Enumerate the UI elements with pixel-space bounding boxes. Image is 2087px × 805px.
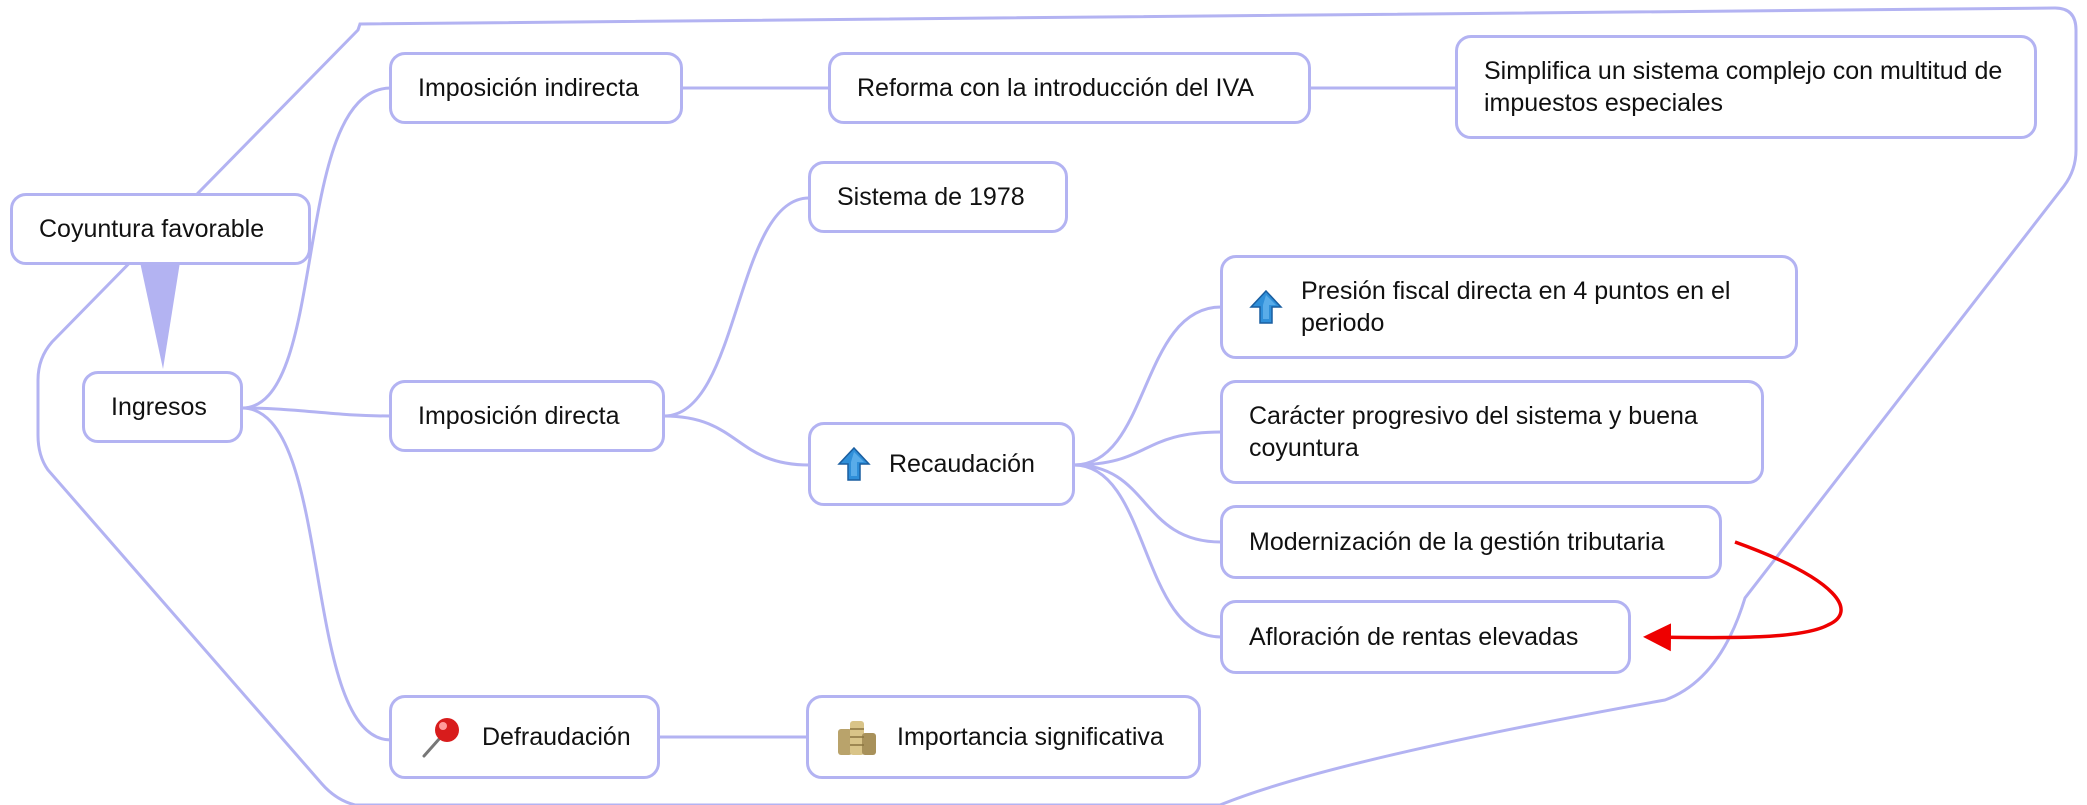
node-label: Carácter progresivo del sistema y buena … xyxy=(1249,402,1698,462)
boundary-connector xyxy=(140,262,180,369)
node-importancia-significativa[interactable]: Importancia significativa xyxy=(806,695,1201,779)
connector-recaudacion-presion xyxy=(1073,305,1222,467)
connector-ingresos-directa xyxy=(241,406,392,418)
node-label: Modernización de la gestión tributaria xyxy=(1249,528,1665,556)
relationship-arrow xyxy=(1643,540,1843,652)
node-label: Recaudación xyxy=(889,450,1035,478)
node-label: Simplifica un sistema complejo con multi… xyxy=(1484,57,2003,117)
boundary-outline xyxy=(36,6,2078,805)
node-ingresos[interactable]: Ingresos xyxy=(82,371,243,443)
connector-recaudacion-afloracion xyxy=(1073,463,1222,639)
node-label: Sistema de 1978 xyxy=(837,183,1025,211)
node-defraudacion[interactable]: Defraudación xyxy=(389,695,660,779)
node-reforma-iva[interactable]: Reforma con la introducción del IVA xyxy=(828,52,1311,124)
node-label: Defraudación xyxy=(482,723,631,751)
node-recaudacion[interactable]: Recaudación xyxy=(808,422,1075,506)
node-label: Afloración de rentas elevadas xyxy=(1249,623,1579,651)
node-label: Importancia significativa xyxy=(897,723,1164,751)
node-label: Presión fiscal directa en 4 puntos en el… xyxy=(1301,277,1731,337)
node-label: Coyuntura favorable xyxy=(39,215,265,243)
node-modernizacion[interactable]: Modernización de la gestión tributaria xyxy=(1220,505,1722,579)
connector-recaudacion-caracter xyxy=(1073,430,1222,467)
connector-recaudacion-modernizacion xyxy=(1073,463,1222,544)
coins-icon xyxy=(835,715,879,759)
node-label: Ingresos xyxy=(111,393,207,421)
node-caracter-progresivo[interactable]: Carácter progresivo del sistema y buena … xyxy=(1220,380,1764,484)
node-label: Imposición directa xyxy=(418,402,620,430)
node-coyuntura-favorable[interactable]: Coyuntura favorable xyxy=(10,193,311,265)
node-simplifica[interactable]: Simplifica un sistema complejo con multi… xyxy=(1455,35,2037,139)
connector-directa-sistema xyxy=(663,196,810,418)
node-label: Imposición indirecta xyxy=(418,74,639,102)
connector-ingresos-defraudacion xyxy=(241,406,392,742)
node-sistema-1978[interactable]: Sistema de 1978 xyxy=(808,161,1068,233)
blue-up-arrow-icon xyxy=(1249,289,1283,325)
red-pushpin-icon xyxy=(418,714,464,760)
node-label: Reforma con la introducción del IVA xyxy=(857,74,1254,102)
node-imposicion-directa[interactable]: Imposición directa xyxy=(389,380,665,452)
blue-up-arrow-icon xyxy=(837,446,871,482)
connector-directa-recaudacion xyxy=(663,414,810,467)
node-imposicion-indirecta[interactable]: Imposición indirecta xyxy=(389,52,683,124)
node-afloracion[interactable]: Afloración de rentas elevadas xyxy=(1220,600,1631,674)
connector-ingresos-indirecta xyxy=(241,86,392,410)
node-presion-fiscal[interactable]: Presión fiscal directa en 4 puntos en el… xyxy=(1220,255,1798,359)
